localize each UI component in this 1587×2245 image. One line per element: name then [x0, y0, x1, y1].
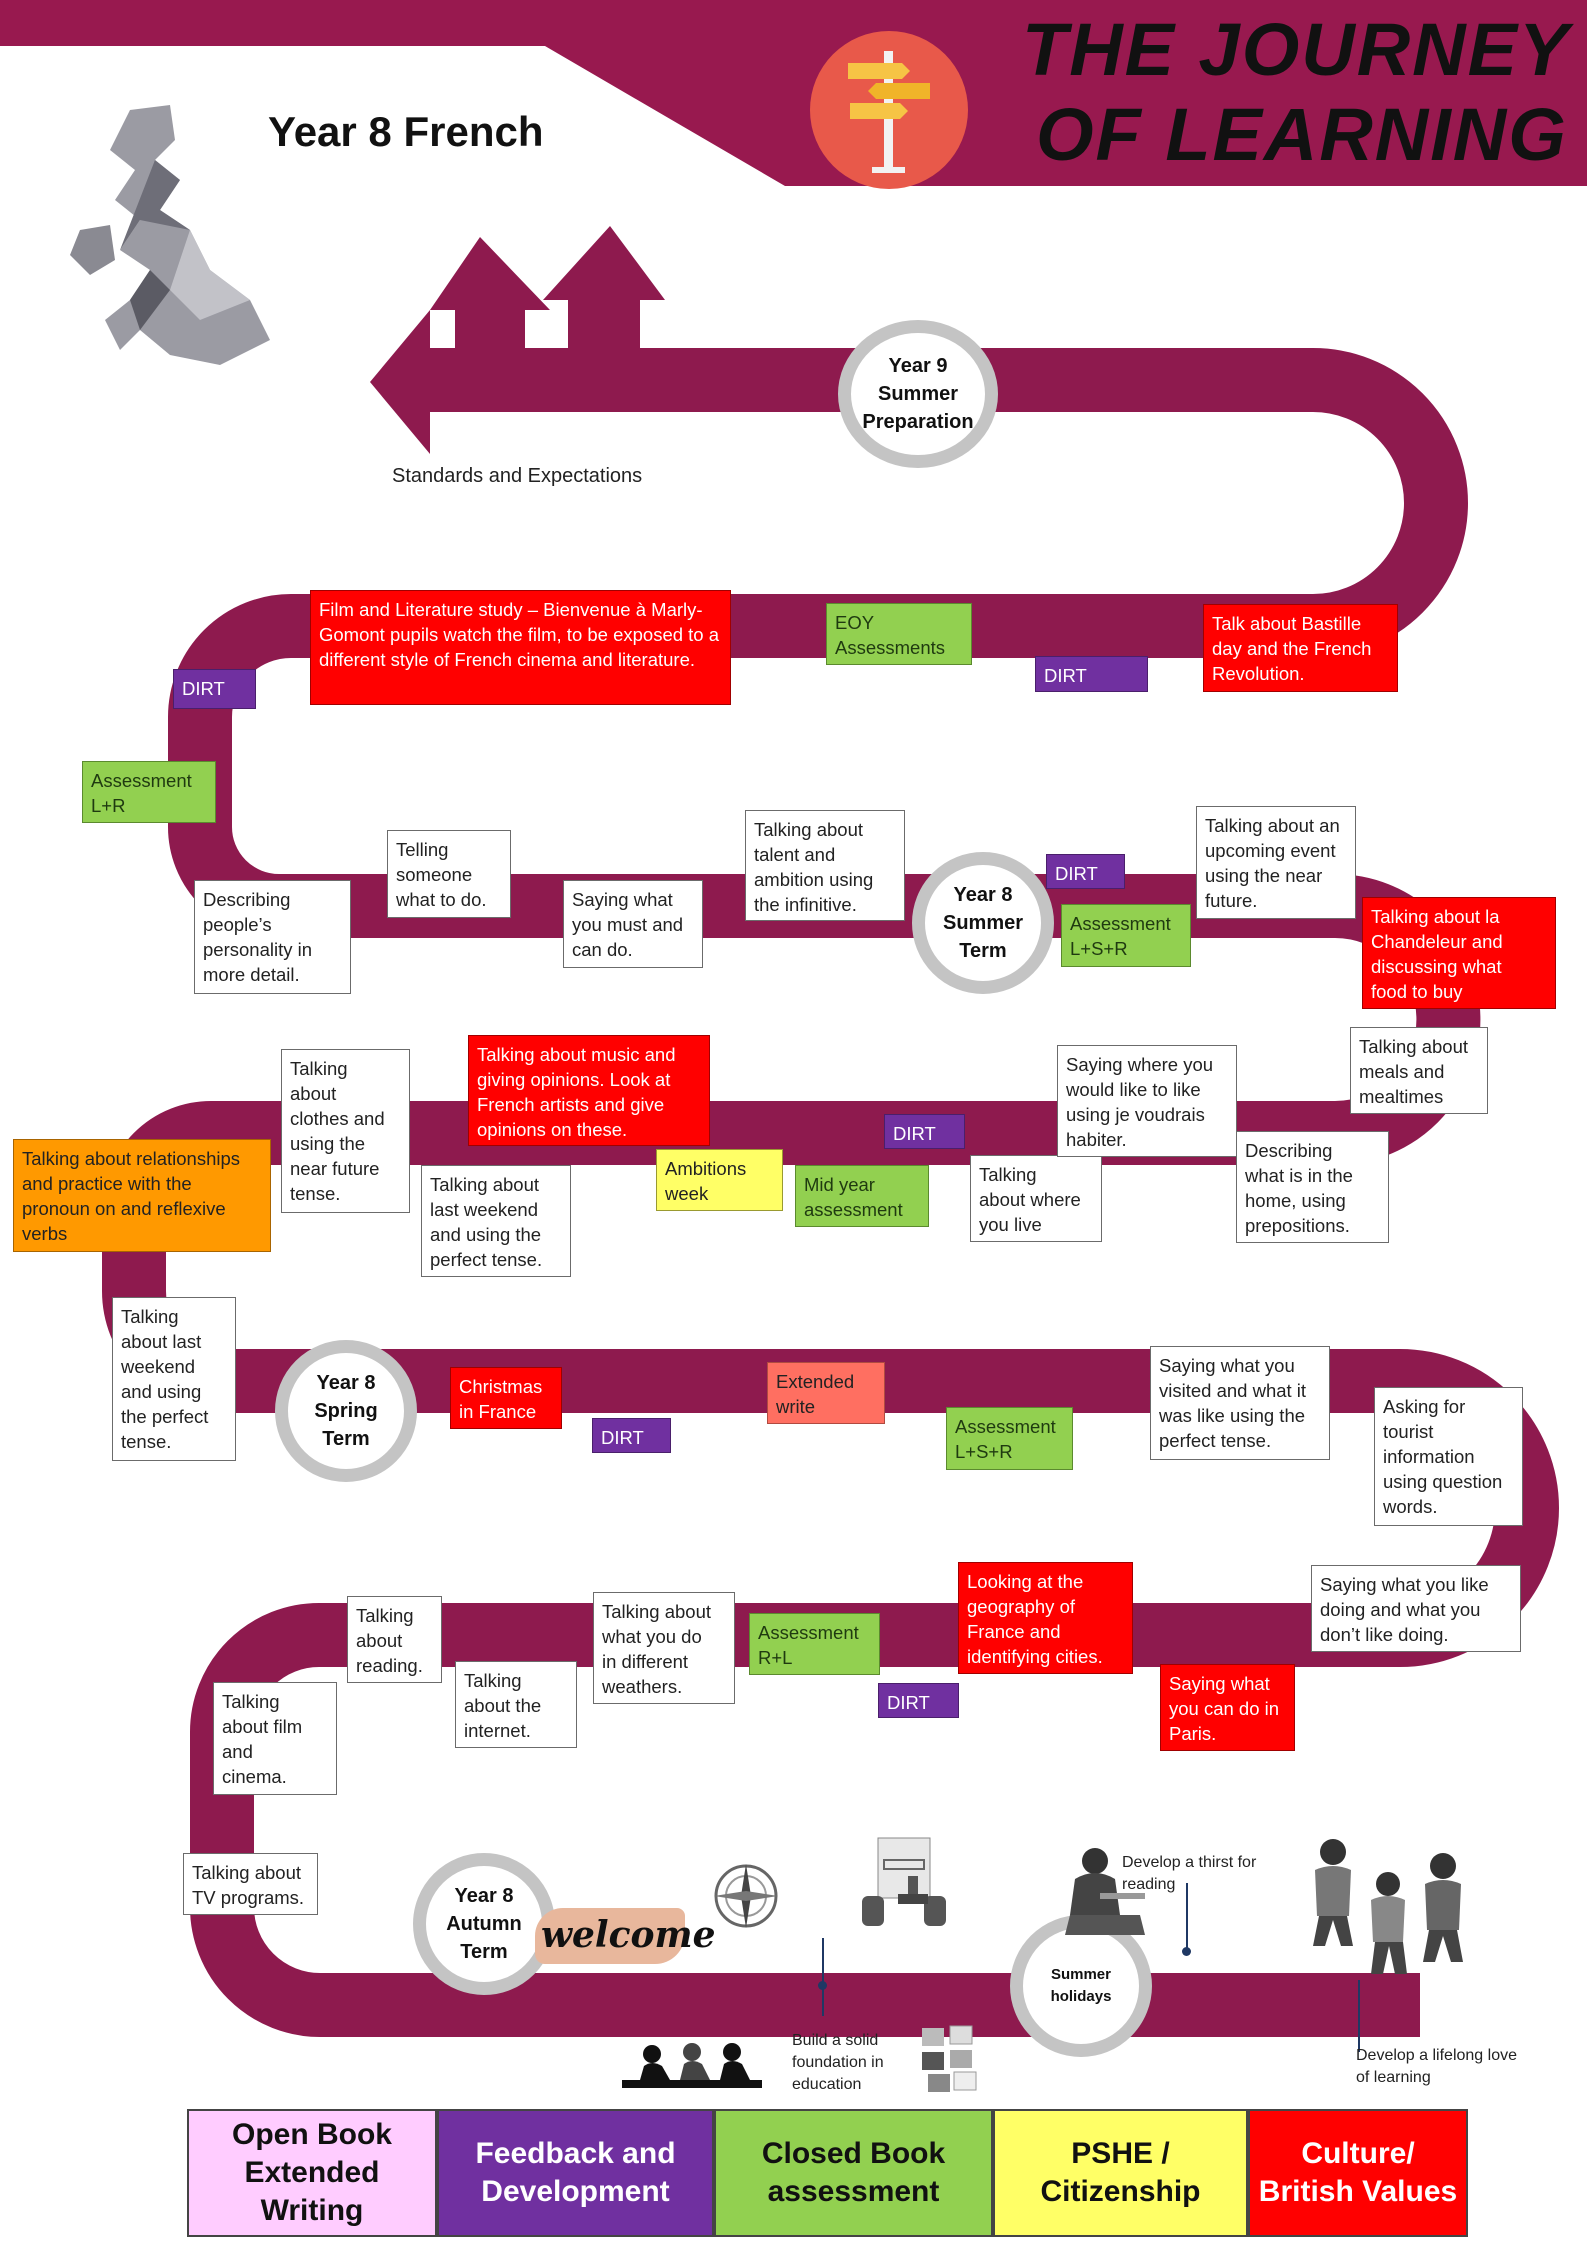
- assessment-lsr-spring-box: Assessment L+S+R: [946, 1407, 1073, 1470]
- term-year8-autumn: Year 8 Autumn Term: [413, 1853, 555, 1995]
- walking-people-icon: [1313, 1839, 1463, 1974]
- christmas-france-box: Christmas in France: [450, 1367, 562, 1429]
- bastille-day-box: Talk about Bastille day and the French R…: [1203, 604, 1398, 692]
- like-doing-box: Saying what you like doing and what you …: [1311, 1565, 1521, 1652]
- legend-pshe: PSHE / Citizenship: [993, 2109, 1248, 2237]
- dirt-box-row1a: DIRT: [173, 669, 256, 709]
- upcoming-event-box: Talking about an upcoming event using th…: [1196, 806, 1356, 919]
- subject-heading: Year 8 French: [268, 108, 544, 155]
- clothes-near-future-box: Talking about clothes and using the near…: [281, 1049, 410, 1213]
- relationships-box: Talking about relationships and practice…: [13, 1139, 271, 1252]
- term-year9-summer-preparation: Year 9 Summer Preparation: [838, 320, 998, 468]
- last-weekend-perfect-box: Talking about last weekend and using the…: [421, 1165, 571, 1277]
- dirt-box-row2: DIRT: [1046, 854, 1125, 889]
- signpost-icon: [810, 31, 968, 189]
- page-title-line2: OF LEARNING: [1036, 93, 1568, 176]
- thirst-annotation: Develop a thirst for reading: [1122, 1854, 1257, 1893]
- paris-box: Saying what you can do in Paris.: [1160, 1664, 1295, 1751]
- legend-feedback: Feedback and Development: [437, 2109, 714, 2237]
- up-arrows-icon: [430, 226, 665, 353]
- describing-personality-box: Describing people’s personality in more …: [194, 880, 351, 994]
- students-icon: [622, 2043, 762, 2088]
- dirt-box-row4: DIRT: [592, 1418, 671, 1453]
- page-title-line1: THE JOURNEY: [1022, 8, 1571, 91]
- foundation-annotation: Build a solid foundation in education: [792, 2032, 884, 2093]
- would-like-to-live-box: Saying where you would like to like usin…: [1057, 1045, 1237, 1157]
- assessment-rl-box: Assessment R+L: [749, 1613, 880, 1675]
- extended-write-box: Extended write: [767, 1362, 885, 1424]
- lifelong-pointer: [1358, 1980, 1360, 2052]
- home-prepositions-box: Describing what is in the home, using pr…: [1236, 1131, 1389, 1243]
- film-cinema-box: Talking about film and cinema.: [213, 1682, 337, 1795]
- dirt-box-row1b: DIRT: [1035, 656, 1148, 692]
- saying-must-can-box: Saying what you must and can do.: [563, 880, 703, 968]
- assessment-lr-box: Assessment L+R: [82, 761, 216, 823]
- film-literature-study-box: Film and Literature study – Bienvenue à …: [310, 590, 731, 705]
- thirst-dot: [1182, 1947, 1191, 1956]
- standards-expectations-label: Standards and Expectations: [392, 465, 643, 487]
- approved-stamp-icon: [862, 1837, 946, 1926]
- internet-box: Talking about the internet.: [455, 1661, 577, 1748]
- term-year8-summer: Year 8 Summer Term: [912, 852, 1054, 994]
- summer-holidays: Summer holidays: [1010, 1915, 1152, 2057]
- header-banner: [0, 0, 1587, 186]
- tourist-information-box: Asking for tourist information using que…: [1374, 1387, 1523, 1526]
- where-you-live-box: Talking about where you live: [970, 1155, 1102, 1242]
- music-opinions-box: Talking about music and giving opinions.…: [468, 1035, 710, 1146]
- foundation-pointer: [822, 1938, 824, 2016]
- term-year8-spring: Year 8 Spring Term: [275, 1340, 417, 1482]
- ambitions-week-box: Ambitions week: [656, 1149, 783, 1211]
- thirst-pointer: [1186, 1883, 1188, 1955]
- dirt-box-row5: DIRT: [878, 1683, 959, 1718]
- foundation-dot: [818, 1981, 827, 1990]
- compass-icon: [714, 1864, 778, 1928]
- meals-mealtimes-box: Talking about meals and mealtimes: [1350, 1027, 1488, 1114]
- lifelong-annotation: Develop a lifelong love of learning: [1356, 2047, 1517, 2086]
- telling-someone-box: Telling someone what to do.: [387, 830, 511, 918]
- building-blocks-icon: [922, 2025, 977, 2092]
- tv-programs-box: Talking about TV programs.: [183, 1853, 318, 1915]
- legend-culture: Culture/ British Values: [1248, 2109, 1468, 2237]
- dirt-box-row3: DIRT: [884, 1114, 965, 1149]
- welcome-banner: welcome: [535, 1908, 716, 1964]
- mid-year-assessment-box: Mid year assessment: [795, 1165, 929, 1227]
- reading-box: Talking about reading.: [347, 1596, 442, 1683]
- geography-france-box: Looking at the geography of France and i…: [958, 1562, 1133, 1674]
- reader-icon: [1065, 1848, 1145, 1935]
- visited-perfect-box: Saying what you visited and what it was …: [1150, 1346, 1330, 1460]
- weathers-box: Talking about what you do in different w…: [593, 1592, 735, 1704]
- welcome-text: welcome: [541, 1914, 716, 1956]
- legend-closed-book: Closed Book assessment: [714, 2109, 993, 2237]
- last-weekend-perfect-box-2: Talking about last weekend and using the…: [112, 1297, 236, 1461]
- legend-open-book: Open Book Extended Writing: [187, 2109, 437, 2237]
- chandeleur-box: Talking about la Chandeleur and discussi…: [1362, 897, 1556, 1009]
- eoy-assessments-box: EOY Assessments: [826, 603, 972, 665]
- assessment-lsr-summer-box: Assessment L+S+R: [1061, 904, 1191, 967]
- talent-ambition-box: Talking about talent and ambition using …: [745, 810, 905, 921]
- uk-map-icon: [70, 105, 270, 365]
